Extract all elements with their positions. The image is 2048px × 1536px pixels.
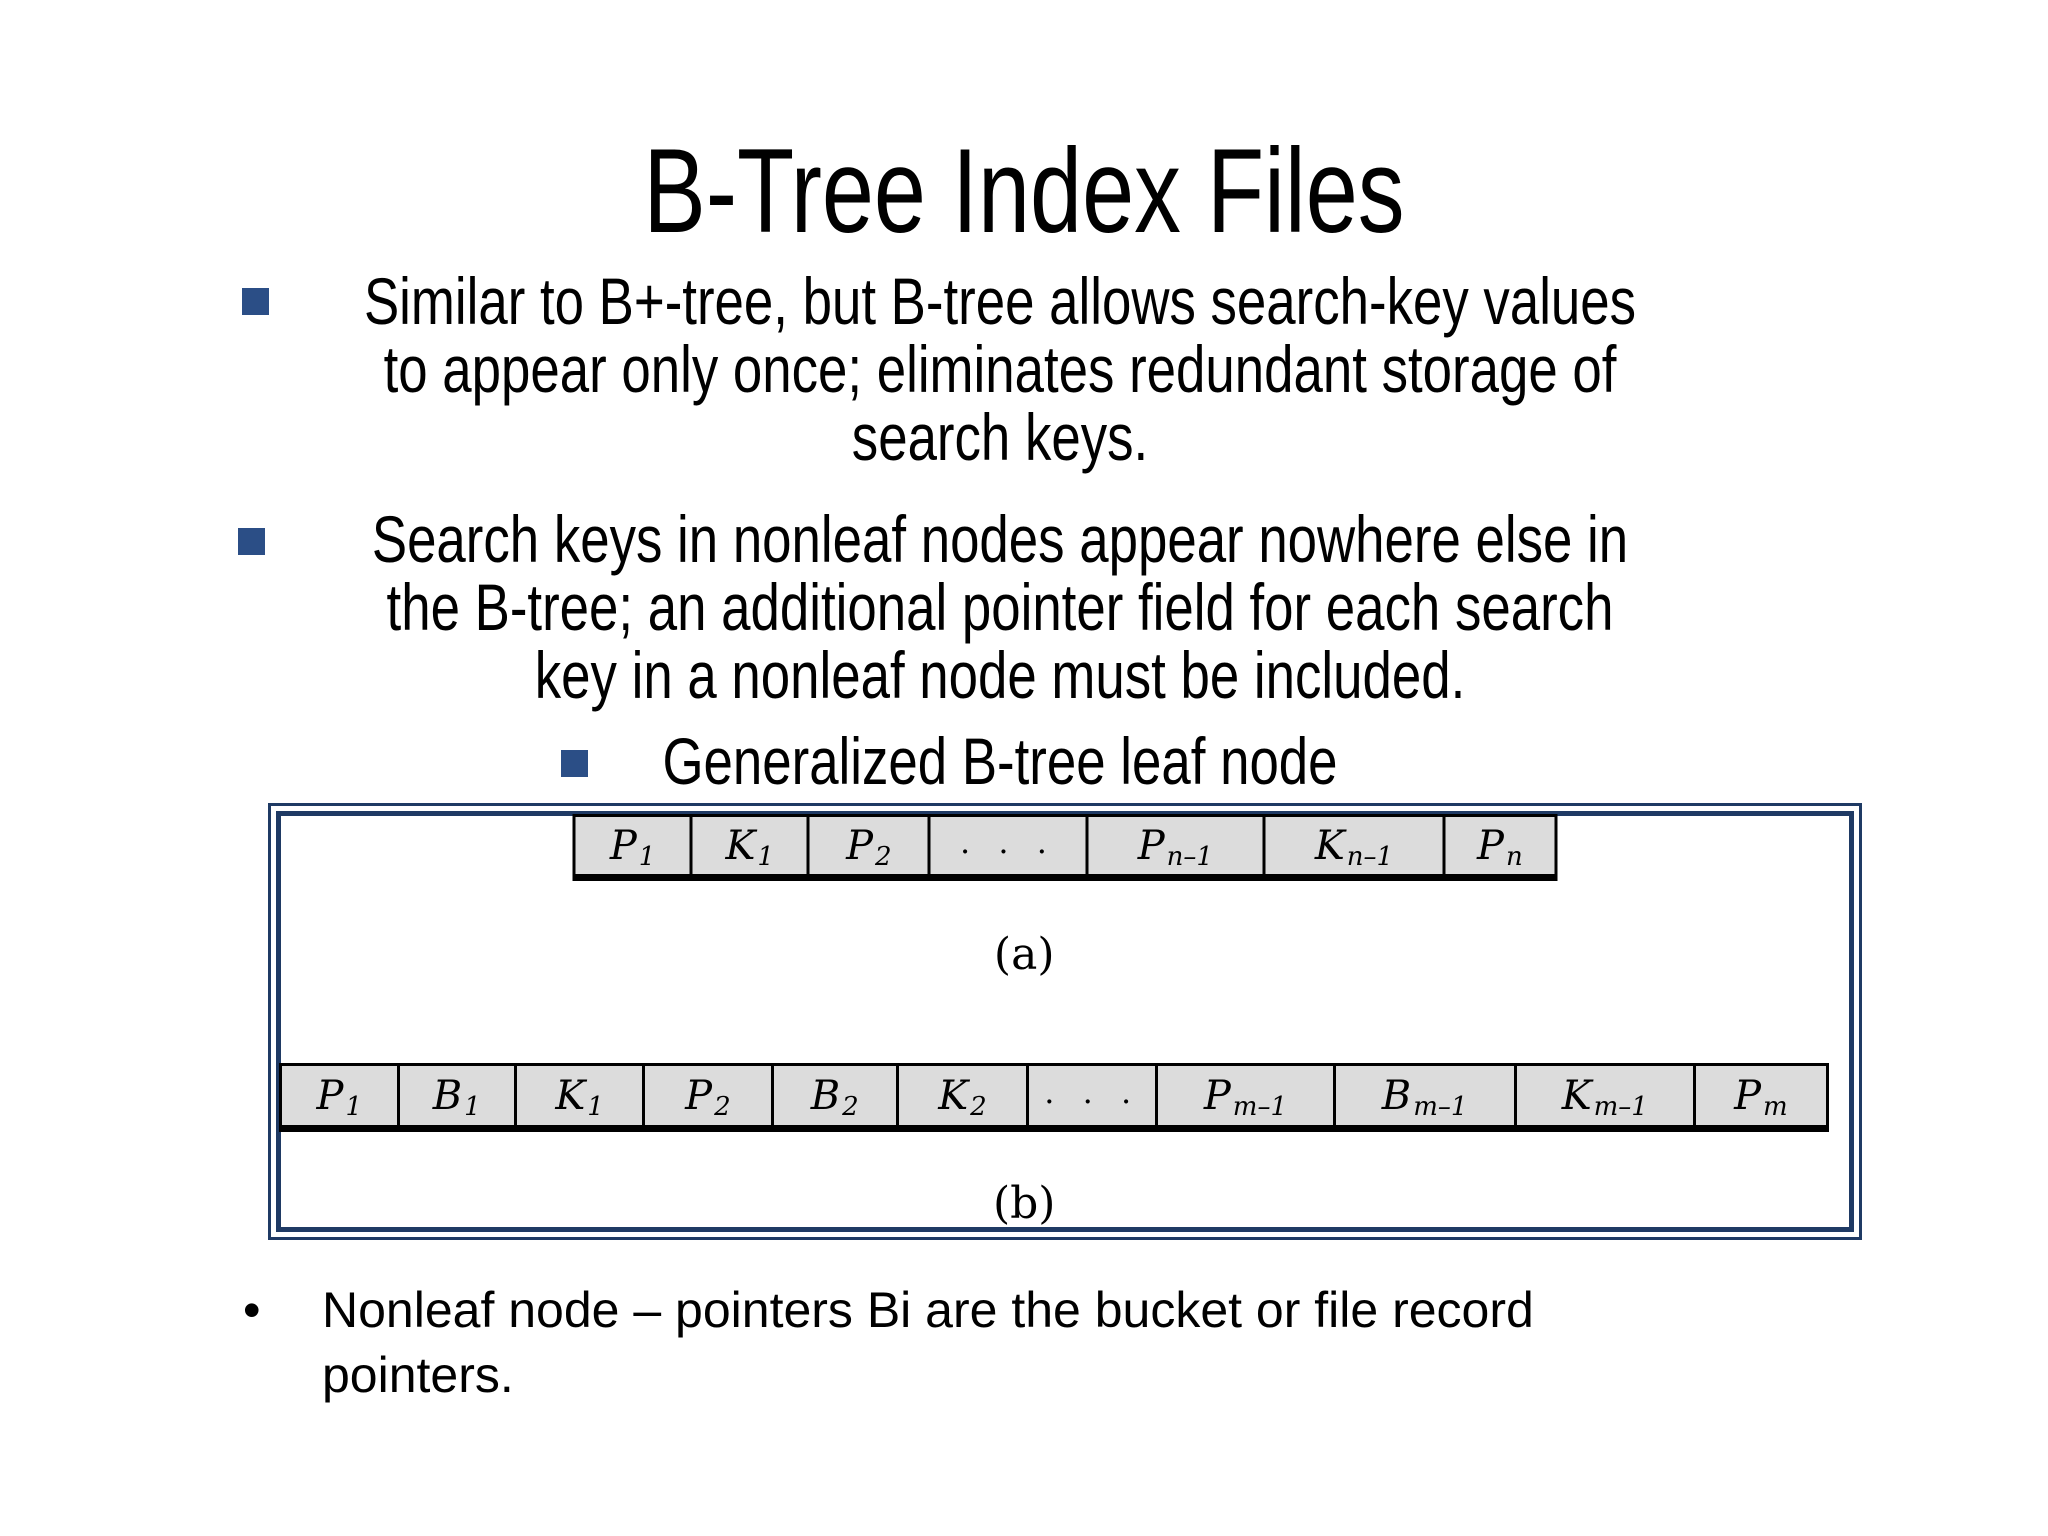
cell-symbol: K [938,1072,969,1119]
cell-symbol: B [810,1072,841,1119]
cell-subscript: n [1505,841,1523,872]
bullet-square-icon [242,288,269,315]
cell-subscript: 1 [345,1091,362,1122]
footer-note: Nonleaf node – pointers Bi are the bucke… [322,1282,1534,1403]
cell-symbol: K [555,1072,586,1119]
cell-symbol: B [1381,1072,1412,1119]
cell-subscript: 1 [638,841,656,872]
cell-symbol: P [1477,822,1504,869]
cell-symbol: P [1203,1072,1231,1119]
cell-subscript: m–1 [1232,1091,1287,1122]
figure-label-b: (b) [992,1178,1056,1229]
cell-symbol: P [316,1072,344,1119]
page-title: B-Tree Index Files [643,124,1405,258]
cell-subscript: 1 [464,1091,481,1122]
node-cell: . . . [930,817,1089,874]
cell-subscript: 2 [714,1091,731,1122]
bullet-text-3: Generalized B-tree leaf node [662,724,1338,798]
cell-subscript: n–1 [1346,841,1394,872]
cell-subscript: m–1 [1413,1091,1468,1122]
cell-subscript: 2 [842,1091,859,1122]
cell-subscript: 2 [970,1091,987,1122]
cell-symbol: B [432,1072,463,1119]
cell-symbol: P [1137,822,1165,869]
bullet-text-2: Search keys in nonleaf nodes appear nowh… [371,502,1629,712]
footer-bullet-icon: • [243,1282,261,1338]
cell-subscript: 1 [587,1091,604,1122]
node-cell: . . . [1029,1066,1159,1125]
bullet-square-icon [561,750,588,777]
cell-subscript: 2 [875,841,892,872]
cell-subscript: 1 [757,841,774,872]
bullet-square-icon [238,528,265,555]
cell-subscript: m [1763,1091,1788,1122]
cell-subscript: n–1 [1166,841,1213,872]
cell-subscript: m–1 [1593,1091,1648,1122]
bullet-text-1: Similar to B+-tree, but B-tree allows se… [363,264,1637,474]
cell-symbol: K [1561,1072,1592,1119]
cell-symbol: K [725,822,756,869]
cell-symbol: K [1314,822,1345,869]
cell-symbol: P [685,1072,713,1119]
cell-symbol: P [846,822,874,869]
cell-symbol: P [609,822,637,869]
cell-symbol: P [1734,1072,1762,1119]
figure-label-a: (a) [993,929,1055,980]
